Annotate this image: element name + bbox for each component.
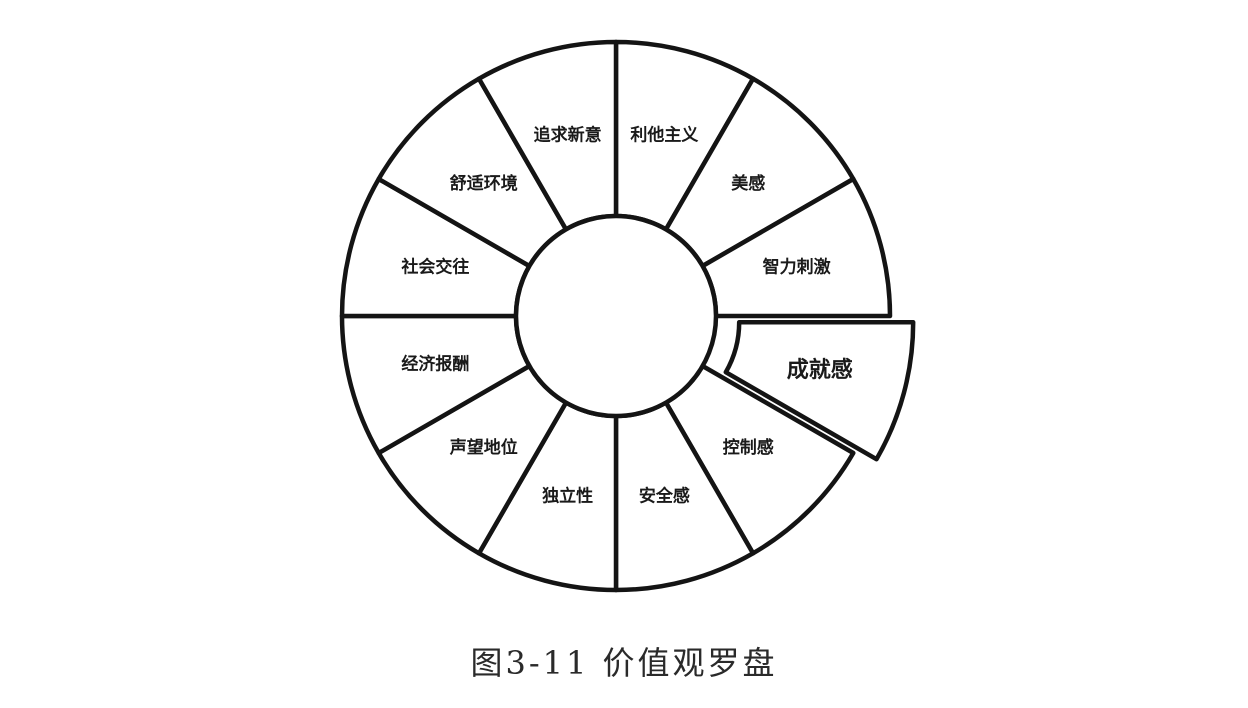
- segment-label: 经济报酬: [401, 353, 469, 374]
- segment-label: 美感: [731, 173, 765, 194]
- segment-label: 追求新意: [534, 124, 602, 145]
- wheel-center-hub: [513, 213, 719, 419]
- segment-label: 智力刺激: [763, 257, 831, 278]
- segment-label: 声望地位: [449, 437, 518, 458]
- segment-label: 独立性: [542, 486, 593, 507]
- segment-label: 舒适环境: [450, 173, 518, 194]
- segment-label: 社会交往: [400, 257, 469, 278]
- segment-label: 成就感: [787, 357, 853, 383]
- figure-caption: 图3-11 价值观罗盘: [470, 644, 778, 682]
- segment-4: [723, 319, 916, 462]
- segment-label: 控制感: [723, 437, 774, 458]
- segment-label: 安全感: [639, 486, 690, 507]
- segment-label: 利他主义: [630, 124, 698, 145]
